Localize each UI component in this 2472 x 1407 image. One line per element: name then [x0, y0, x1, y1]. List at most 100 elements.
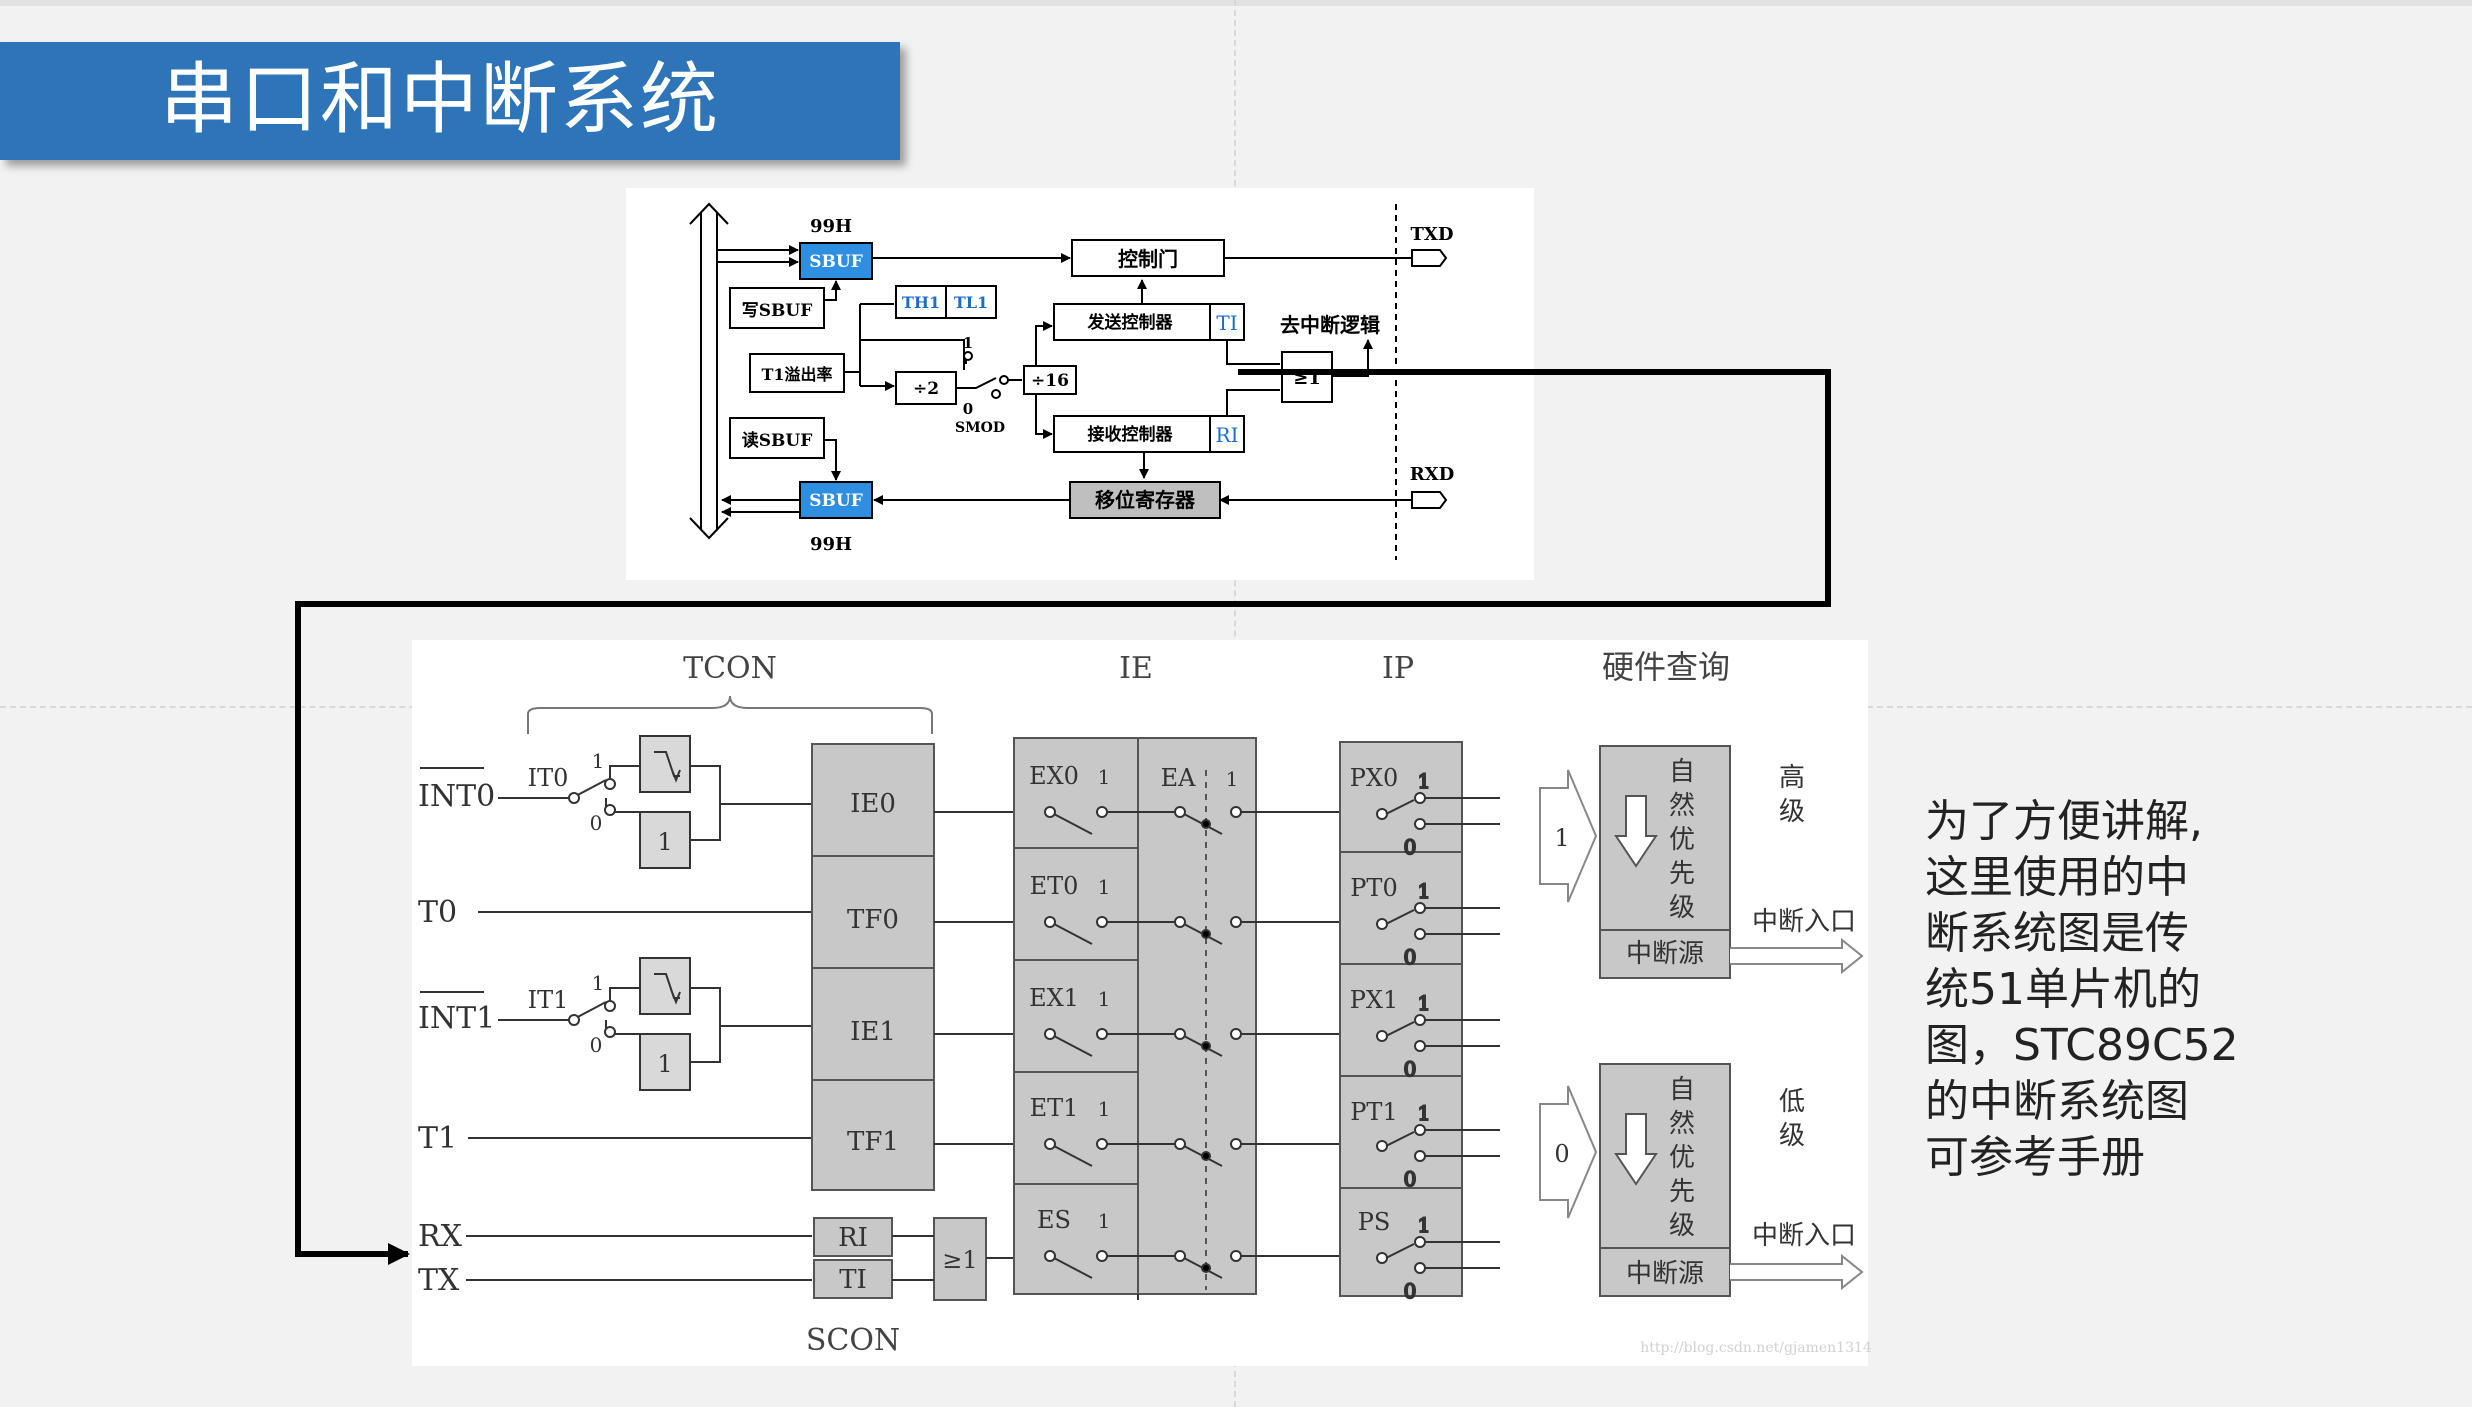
ie-switch-contact	[1096, 806, 1108, 818]
ip-switch-contact	[1414, 818, 1426, 830]
sbuf-rx-label: SBUF	[809, 491, 863, 511]
ip-zero: 0	[1404, 1279, 1417, 1303]
int0-trigger-select	[498, 735, 812, 869]
ie-switch-blade	[1053, 1257, 1093, 1279]
ip-switch-contact	[1414, 792, 1426, 804]
flag-tf0: TF0	[847, 905, 899, 935]
low-natural-3: 优	[1669, 1143, 1695, 1173]
sbuf-rx-box	[799, 481, 873, 519]
ip-switch-contact	[1414, 1040, 1426, 1052]
high-level-2: 级	[1779, 797, 1805, 827]
ea-switch-contact	[1174, 1250, 1186, 1262]
tx-controller-box	[1053, 303, 1211, 341]
low-natural-1: 自	[1669, 1075, 1695, 1105]
uart-diagram: SBUF 99H SBUF 99H 写SBUF 读SBUF 控制门	[626, 188, 1534, 580]
low-natural-5: 级	[1669, 1211, 1695, 1241]
note-line: 图，STC89C52	[1925, 1020, 2239, 1071]
ip-zero: 0	[1404, 945, 1417, 969]
ip-switch-contact	[1414, 1236, 1426, 1248]
ri-box	[1209, 415, 1245, 453]
th1-box	[895, 285, 947, 319]
ip-switch-contact	[1376, 918, 1388, 930]
ri-label: RI	[1216, 423, 1239, 447]
rxd-pin	[1411, 491, 1448, 509]
header-tcon: TCON	[683, 651, 777, 686]
ea-link-dot	[1201, 1151, 1211, 1161]
ip-switch-blade	[1385, 1131, 1415, 1147]
ie-bit-ex0: EX0	[1029, 762, 1079, 790]
tl1-box	[945, 285, 997, 319]
ie-bit-et0: ET0	[1030, 872, 1079, 900]
ie-bit-ea: EA	[1161, 764, 1197, 792]
ea-link-dot	[1201, 929, 1211, 939]
ea-switch-contact	[1230, 806, 1242, 818]
ip-switch-contact	[1414, 1014, 1426, 1026]
int0-gate-one: 1	[657, 828, 672, 856]
ie-switch-blade	[1053, 923, 1093, 945]
ip-switch-contact	[1414, 1262, 1426, 1274]
shift-register-label: 移位寄存器	[1095, 488, 1196, 512]
to-int-logic-label: 去中断逻辑	[1280, 313, 1380, 337]
ie-one-1: 1	[1098, 875, 1111, 899]
input-tx: TX	[418, 1263, 460, 1298]
scon-flags: RI TI ≥1 SCON	[806, 1217, 1016, 1358]
ea-one: 1	[1226, 767, 1239, 791]
header-ie: IE	[1119, 651, 1153, 686]
txd-label: TXD	[1411, 224, 1454, 245]
top-border	[0, 0, 2472, 6]
ip-one: 1	[1418, 1101, 1431, 1125]
ie-switch-contact	[1096, 1028, 1108, 1040]
ie-switch-contact	[1096, 1250, 1108, 1262]
note-line: 这里使用的中	[1925, 852, 2189, 903]
title-bar: 串口和中断系统	[0, 42, 900, 160]
ip-one: 1	[1418, 879, 1431, 903]
high-source-label: 中断源	[1626, 939, 1704, 969]
high-natural-4: 先	[1669, 859, 1695, 889]
t1-overflow-box	[749, 353, 845, 393]
bus-links	[717, 245, 800, 517]
ea-switch-contact	[1174, 1028, 1186, 1040]
interrupt-diagram: TCON IE IP 硬件查询 INT0 T0 INT1 T1 RX TX	[412, 640, 1872, 1366]
note-line: 统51单片机的	[1925, 964, 2201, 1015]
flag-tf1: TF1	[847, 1127, 899, 1157]
ip-switch-contact	[1414, 1124, 1426, 1136]
header-scon: SCON	[806, 1323, 900, 1358]
high-natural-2: 然	[1669, 791, 1695, 821]
note-line: 为了方便讲解,	[1925, 796, 2203, 847]
input-labels: INT0 T0 INT1 T1 RX TX	[418, 767, 495, 1298]
smod-zero: 0	[963, 400, 973, 418]
ie-switch-contact	[1044, 1028, 1056, 1040]
div2-label: ÷2	[913, 379, 939, 399]
low-level-1: 低	[1779, 1087, 1805, 1117]
tcon-brace	[527, 695, 933, 734]
ip-one: 1	[1418, 991, 1431, 1015]
txd-pin	[1411, 249, 1448, 267]
high-arrow-value: 1	[1554, 824, 1569, 852]
ie-switch-contact	[1044, 1138, 1056, 1150]
low-source-label: 中断源	[1626, 1259, 1704, 1289]
control-gate-box	[1071, 239, 1225, 277]
slide-title: 串口和中断系统	[160, 55, 721, 145]
ea-link-dot	[1201, 819, 1211, 829]
ip-bit-ps: PS	[1358, 1208, 1391, 1236]
ea-switch-contact	[1230, 1138, 1242, 1150]
ie-switches	[1044, 806, 1370, 1279]
ip-switch-blade	[1385, 1243, 1415, 1259]
ip-switch-contact	[1376, 1140, 1388, 1152]
ie-bit-et1: ET1	[1030, 1094, 1079, 1122]
smod-one: 1	[963, 334, 973, 352]
ip-zero: 0	[1404, 1167, 1417, 1191]
high-level-1: 高	[1779, 763, 1805, 793]
ea-switch-contact	[1174, 916, 1186, 928]
read-sbuf-label: 读SBUF	[742, 430, 813, 451]
ea-switch-contact	[1230, 1250, 1242, 1262]
ip-bit-pt0: PT0	[1350, 874, 1397, 902]
ea-switch-contact	[1174, 806, 1186, 818]
flag-ti: TI	[839, 1265, 867, 1295]
note-line: 的中断系统图	[1925, 1076, 2189, 1127]
low-natural-2: 然	[1669, 1109, 1695, 1139]
scon-or-label: ≥1	[942, 1246, 977, 1274]
ip-switch-blade	[1385, 1021, 1415, 1037]
write-sbuf-box	[729, 287, 825, 329]
